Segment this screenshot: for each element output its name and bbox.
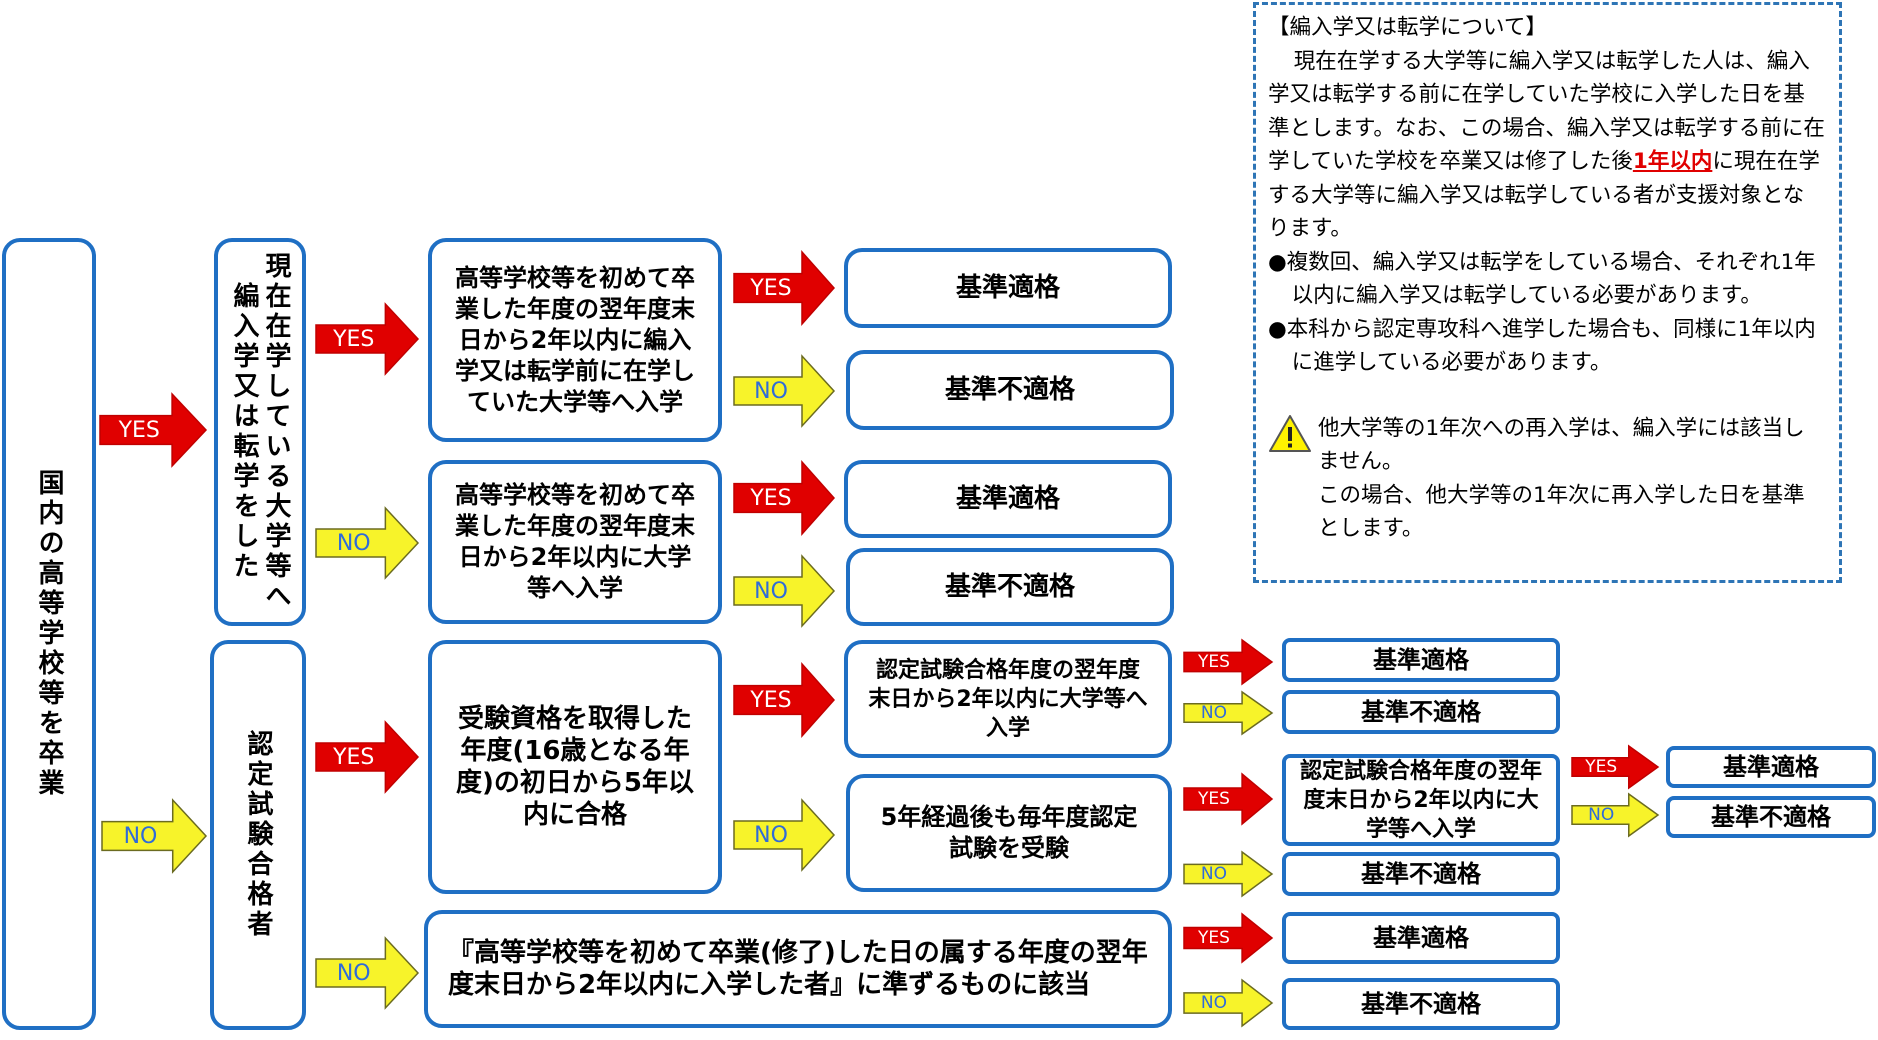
no-label: NO [1588,805,1615,825]
no-arrow: NO [316,508,418,578]
condition-exam-after5-label: 5年経過後も毎年度認定試験を受験 [880,803,1138,862]
condition-direct-label: 高等学校等を初めて卒業した年度の翌年度末日から2年以内に大学等へ入学 [455,481,695,602]
yes-label: YES [1585,757,1618,777]
result-pass-2: 基準適格 [844,460,1172,538]
note-warning-line1: 他大学等の1年次への再入学は、編入学には該当しません。 [1318,415,1805,475]
yes-label: YES [1197,789,1230,809]
yes-arrow: YES [734,664,834,736]
no-label: NO [754,578,788,604]
result-pass-label: 基準適格 [1723,752,1819,781]
result-fail-2: 基準不適格 [846,548,1174,626]
yes-arrow: YES [1184,774,1272,824]
no-arrow: NO [316,938,418,1008]
note-paragraph: 現在在学する大学等に編入学又は転学した人は、編入学又は転学する前に在学していた学… [1268,45,1825,246]
result-fail-3: 基準不適格 [1282,690,1560,734]
result-pass-3: 基準適格 [1282,638,1560,682]
result-pass-label: 基準適格 [955,484,1060,514]
condition-exam-5yr-label: 受験資格を取得した年度(16歳となる年度)の初日から5年以内に合格 [456,704,694,830]
result-fail-label: 基準不適格 [1361,989,1481,1018]
yes-label: YES [118,417,160,443]
exam-question-node: 認定試験合格者 [210,640,306,1030]
no-arrow: NO [1184,980,1272,1026]
condition-exam-next2-node: 認定試験合格年度の翌年度末日から2年以内に大学等へ入学 [1282,754,1560,846]
result-fail-label: 基準不適格 [1361,697,1481,726]
warning-triangle-icon [1269,414,1311,452]
result-pass-1: 基準適格 [844,248,1172,328]
transfer-question-label: 現在在学している大学等へ編入学又は転学をした [229,252,291,612]
yes-arrow: YES [100,394,206,466]
condition-exam-next2-label: 認定試験合格年度の翌年度末日から2年以内に大学等へ入学 [1300,758,1543,842]
root-node: 国内の高等学校等を卒業 [2,238,96,1030]
no-arrow: NO [734,800,834,870]
no-arrow: NO [1184,852,1272,896]
condition-exam-next-node: 認定試験合格年度の翌年度末日から2年以内に大学等へ入学 [844,640,1172,758]
yes-arrow: YES [734,462,834,534]
result-pass-4: 基準適格 [1282,912,1560,964]
result-fail-4: 基準不適格 [1282,852,1560,896]
note-bullet-multiple: ●複数回、編入学又は転学をしている場合、それぞれ1年以内に編入学又は転学している… [1268,249,1816,309]
condition-direct-node: 高等学校等を初めて卒業した年度の翌年度末日から2年以内に大学等へ入学 [428,460,722,624]
result-fail-6: 基準不適格 [1666,796,1876,838]
transfer-question-node: 現在在学している大学等へ編入学又は転学をした [214,238,306,626]
no-label: NO [336,530,371,556]
note-heading: 【編入学又は転学について】 [1268,15,1547,40]
yes-label: YES [1197,928,1230,948]
yes-arrow: YES [1572,746,1658,788]
no-label: NO [754,378,788,404]
yes-label: YES [750,687,792,713]
note-bullet-advance: ●本科から認定専攻科へ進学した場合も、同様に1年以内に進学している必要があります… [1268,316,1816,376]
no-label: NO [754,822,788,848]
result-fail-5: 基準不適格 [1282,978,1560,1030]
condition-transfer-label: 高等学校等を初めて卒業した年度の翌年度末日から2年以内に編入学又は転学前に在学し… [455,263,695,416]
result-fail-label: 基準不適格 [944,572,1075,602]
no-label: NO [123,823,158,849]
result-fail-label: 基準不適格 [1361,859,1481,888]
yes-label: YES [750,275,792,301]
yes-arrow: YES [734,252,834,324]
no-arrow: NO [102,800,206,872]
result-fail-1: 基準不適格 [846,350,1174,430]
no-label: NO [336,960,371,986]
result-pass-label: 基準適格 [1373,645,1469,674]
result-pass-label: 基準適格 [955,273,1060,303]
condition-exam-next-label: 認定試験合格年度の翌年度末日から2年以内に大学等へ入学 [868,657,1148,741]
note-text: に現在在学する大学等に編入学又は転学している者が支援対象となります。 [1268,149,1820,241]
root-label: 国内の高等学校等を卒業 [34,469,64,799]
yes-label: YES [333,326,375,352]
yes-arrow: YES [316,722,418,792]
yes-label: YES [750,485,792,511]
condition-transfer-node: 高等学校等を初めて卒業した年度の翌年度末日から2年以内に編入学又は転学前に在学し… [428,238,722,442]
no-arrow: NO [1572,794,1658,836]
note-warning: 他大学等の1年次への再入学は、編入学には該当しません。 この場合、他大学等の1年… [1268,412,1825,546]
yes-label: YES [1197,652,1230,672]
condition-equivalent-node: 『高等学校等を初めて卒業(修了)した日の属する年度の翌年度末日から2年以内に入学… [424,910,1172,1028]
no-label: NO [1200,703,1227,723]
yes-arrow: YES [1184,640,1272,684]
note-warning-line2: この場合、他大学等の1年次に再入学した日を基準とします。 [1318,482,1805,542]
result-pass-label: 基準適格 [1373,923,1469,952]
result-fail-label: 基準不適格 [1711,802,1831,831]
no-arrow: NO [734,556,834,626]
yes-arrow: YES [316,304,418,374]
no-arrow: NO [1184,692,1272,734]
yes-label: YES [333,744,375,770]
result-fail-label: 基準不適格 [944,375,1075,405]
condition-exam-5yr-node: 受験資格を取得した年度(16歳となる年度)の初日から5年以内に合格 [428,640,722,894]
exam-question-label: 認定試験合格者 [243,730,273,940]
condition-exam-after5-node: 5年経過後も毎年度認定試験を受験 [846,774,1172,892]
result-pass-5: 基準適格 [1666,746,1876,788]
transfer-note-panel: 【編入学又は転学について】 現在在学する大学等に編入学又は転学した人は、編入学又… [1253,2,1842,583]
no-label: NO [1200,993,1227,1013]
no-label: NO [1200,864,1227,884]
no-arrow: NO [734,356,834,426]
condition-equivalent-label: 『高等学校等を初めて卒業(修了)した日の属する年度の翌年度末日から2年以内に入学… [448,938,1148,1000]
note-highlight: 1年以内 [1632,149,1713,174]
yes-arrow: YES [1184,914,1272,962]
note-text: 現在在学する大学等に編入学又は転学した人は、編入学又は転学する前に在学していた学… [1268,48,1825,175]
